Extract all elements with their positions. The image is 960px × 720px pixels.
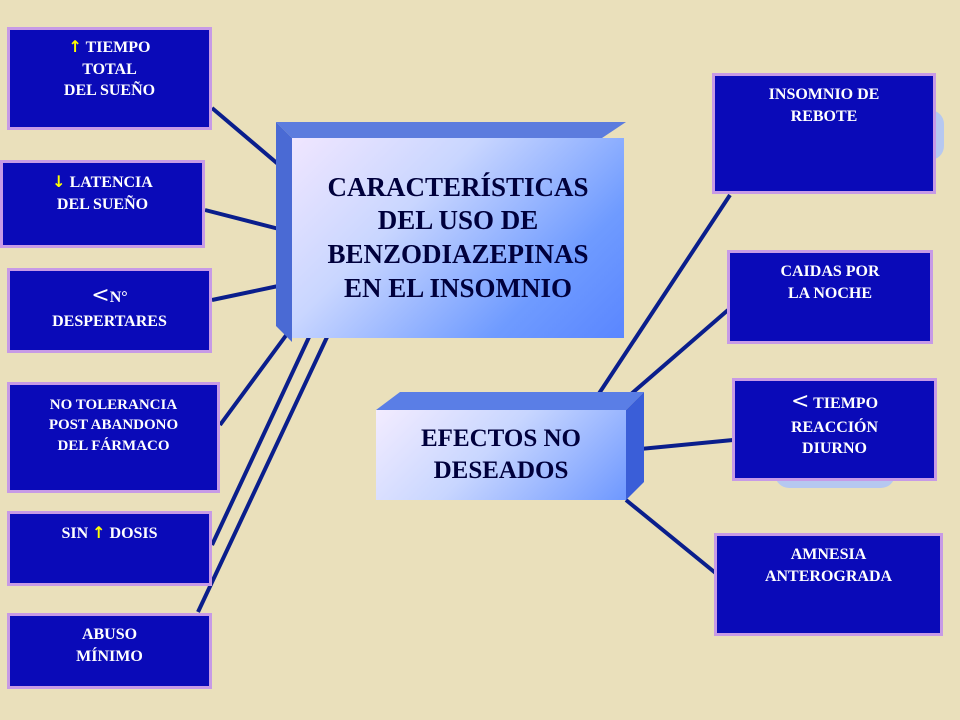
box-tiempo-total-sueno: ↑ TIEMPO TOTAL DEL SUEÑO	[7, 27, 212, 130]
effects-title: EFECTOS NO DESEADOS	[376, 410, 626, 500]
arrow-up-icon: ↑	[68, 37, 82, 56]
connector-line	[218, 328, 292, 427]
box-sin-dosis: SIN ↑ DOSIS	[7, 511, 212, 586]
connector-line	[629, 438, 734, 452]
connector-line	[210, 334, 312, 546]
arrow-down-icon: ↓	[52, 172, 66, 191]
box-abuso-minimo: ABUSO MÍNIMO	[7, 613, 212, 689]
central-title-line: EN EL INSOMNIO	[343, 272, 573, 303]
connector-line	[624, 498, 720, 577]
central-title: CARACTERÍSTICAS DEL USO DE BENZODIAZEPIN…	[292, 138, 624, 338]
connector-line	[204, 208, 284, 232]
connector-line	[211, 283, 284, 302]
effects-title-line: DESEADOS	[433, 457, 569, 484]
arrow-up-icon: ↑	[92, 523, 106, 542]
box-despertares: <N° DESPERTARES	[7, 268, 212, 353]
central-title-line: BENZODIAZEPINAS	[327, 239, 589, 269]
connector-line	[628, 308, 730, 397]
box-amnesia-anterograda: AMNESIA ANTEROGRADA	[714, 533, 943, 636]
box-caidas-noche: CAIDAS POR LA NOCHE	[727, 250, 933, 344]
effects-title-line: EFECTOS NO	[421, 424, 581, 452]
central-title-line: CARACTERÍSTICAS	[327, 171, 589, 202]
central-box-bevel	[276, 122, 626, 342]
box-insomnio-rebote: INSOMNIO DE REBOTE	[712, 73, 936, 194]
effects-box-bevel	[376, 392, 644, 500]
connector-line	[596, 193, 732, 397]
box-no-tolerancia: NO TOLERANCIA POST ABANDONO DEL FÁRMACO	[7, 382, 220, 493]
connector-line	[210, 106, 287, 172]
central-title-line: DEL USO DE	[377, 205, 539, 236]
less-than-icon: <	[91, 283, 110, 308]
connector-line	[196, 334, 330, 613]
less-than-icon: <	[790, 389, 810, 414]
box-latencia-sueno: ↓ LATENCIA DEL SUEÑO	[0, 160, 205, 248]
box-tiempo-reaccion: < TIEMPO REACCIÓN DIURNO	[732, 378, 937, 481]
